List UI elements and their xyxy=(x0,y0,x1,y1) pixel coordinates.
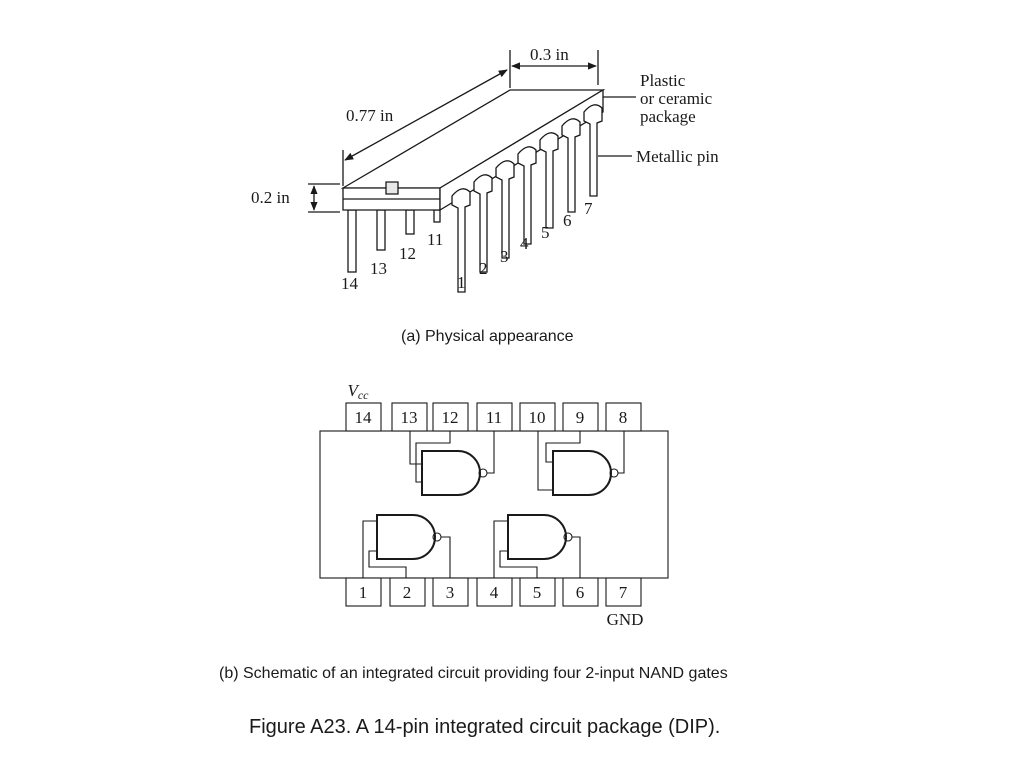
bottom-pin-5: 5 xyxy=(533,583,542,602)
bottom-pin-6: 6 xyxy=(576,583,585,602)
nand-gate-2 xyxy=(537,431,625,496)
vcc-label: Vcc xyxy=(347,381,369,402)
pin-callout: Metallic pin xyxy=(636,147,719,166)
nand-gate-4 xyxy=(493,514,581,578)
length-label: 0.77 in xyxy=(346,106,394,125)
pin-number-7: 7 xyxy=(584,199,593,218)
dim-width xyxy=(509,50,599,88)
ic-physical-labels: 0.3 in 0.77 in 0.2 in Plastic or ceramic… xyxy=(251,45,719,293)
pin-number-6: 6 xyxy=(563,211,572,230)
top-pin-13: 13 xyxy=(401,408,418,427)
bottom-pin-1: 1 xyxy=(359,583,368,602)
top-pin-11: 11 xyxy=(486,408,502,427)
top-pin-9: 9 xyxy=(576,408,585,427)
package-callout-line2: or ceramic xyxy=(640,89,713,108)
pin-number-2: 2 xyxy=(479,259,488,278)
bottom-pin-3: 3 xyxy=(446,583,455,602)
ic-schematic-labels: Vcc 14 13 12 11 10 9 8 1 2 3 4 5 6 7 GND xyxy=(347,381,643,629)
pin-number-11: 11 xyxy=(427,230,443,249)
gnd-label: GND xyxy=(607,610,644,629)
bottom-pin-4: 4 xyxy=(490,583,499,602)
pin-number-5: 5 xyxy=(541,223,550,242)
height-label: 0.2 in xyxy=(251,188,290,207)
bottom-pin-2: 2 xyxy=(403,583,412,602)
caption-b: (b) Schematic of an integrated circuit p… xyxy=(219,665,728,682)
nand-gate-3 xyxy=(362,514,451,578)
bottom-pin-7: 7 xyxy=(619,583,628,602)
top-pin-10: 10 xyxy=(529,408,546,427)
figure-caption: Figure A23. A 14-pin integrated circuit … xyxy=(249,716,721,738)
caption-a: (a) Physical appearance xyxy=(401,328,574,345)
pin-number-14: 14 xyxy=(341,274,359,293)
pin-number-13: 13 xyxy=(370,259,387,278)
top-pin-boxes xyxy=(345,402,642,432)
dim-height xyxy=(308,183,340,213)
ic-physical-drawing xyxy=(308,50,636,293)
bottom-pin-boxes xyxy=(345,577,642,607)
top-pin-8: 8 xyxy=(619,408,628,427)
top-pin-14: 14 xyxy=(355,408,373,427)
width-label: 0.3 in xyxy=(530,45,569,64)
pin-number-1: 1 xyxy=(457,273,466,292)
ic-schematic xyxy=(319,402,669,607)
pin-number-12: 12 xyxy=(399,244,416,263)
package-callout-line1: Plastic xyxy=(640,71,686,90)
pin-number-4: 4 xyxy=(520,234,529,253)
dim-length xyxy=(342,69,508,186)
pin-number-3: 3 xyxy=(500,247,509,266)
package-callout-line3: package xyxy=(640,107,696,126)
front-pins xyxy=(451,104,603,293)
top-pin-12: 12 xyxy=(442,408,459,427)
nand-gate-1 xyxy=(409,431,495,496)
